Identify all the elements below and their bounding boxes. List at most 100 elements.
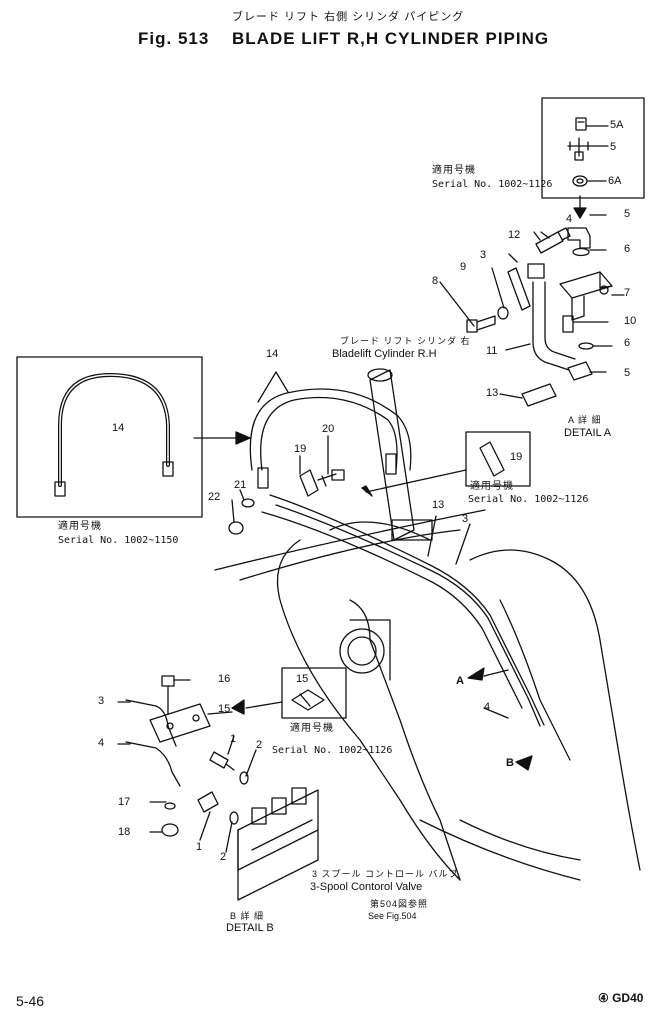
- cylinder-label: Bladelift Cylinder R.H: [332, 348, 437, 360]
- nut-6a-icon: [572, 175, 588, 187]
- callout-7: 7: [624, 287, 631, 299]
- washer-21-icon: [241, 498, 255, 508]
- pipe-3-icon: [125, 699, 177, 747]
- valve-label: 3-Spool Contorol Valve: [310, 881, 423, 893]
- callout-15: 15: [218, 703, 231, 715]
- bracket-15-icon: [149, 703, 211, 743]
- serial-applicable-1: 適用号機: [432, 165, 476, 176]
- clamp-19-icon: [299, 469, 319, 497]
- callout-5-b: 5: [624, 208, 631, 220]
- callout-3-main: 3: [462, 513, 469, 525]
- page-number: 5-46: [16, 993, 45, 1009]
- see-figure: See Fig.504: [368, 911, 417, 921]
- oring-6b-icon: [578, 342, 594, 350]
- callout-18: 18: [118, 826, 131, 838]
- callout-6a: 6A: [608, 175, 622, 187]
- callout-12: 12: [508, 229, 521, 241]
- callout-5a: 5A: [610, 119, 624, 131]
- arrow-a-label: A: [456, 675, 464, 687]
- valve-label-jp: 3 スプール コントロール バルブ: [312, 869, 459, 879]
- callout-1-b: 1: [196, 841, 203, 853]
- serial-applicable-4: 適用号機: [290, 723, 334, 734]
- oring-2b-icon: [229, 811, 239, 825]
- callout-15-inset: 15: [296, 673, 309, 685]
- serial-range-2: Serial No. 1002~1126: [468, 494, 589, 505]
- callout-14-main: 14: [266, 348, 279, 360]
- control-valve-icon: [237, 787, 319, 901]
- arrow-b-label: B: [506, 757, 514, 769]
- serial-range-1: Serial No. 1002~1126: [432, 179, 553, 190]
- hose-14-inset-box: [16, 356, 203, 518]
- arrow-b-icon: [515, 755, 533, 771]
- nut-18-icon: [161, 823, 179, 837]
- arrow-a-icon: [467, 667, 485, 681]
- callout-1: 1: [230, 733, 237, 745]
- callout-6-b: 6: [624, 337, 631, 349]
- detail-a-label: DETAIL A: [564, 427, 612, 439]
- callout-13-main: 13: [432, 499, 445, 511]
- clamp-19-detail-icon: [479, 441, 505, 477]
- callout-22: 22: [208, 491, 221, 503]
- callout-10: 10: [624, 315, 637, 327]
- model-code: ④ GD40: [598, 991, 644, 1005]
- hose-14-icon: [54, 373, 174, 497]
- callout-9: 9: [460, 261, 467, 273]
- tee-block-7-icon: [559, 271, 613, 321]
- callout-4-main: 4: [484, 701, 491, 713]
- callout-5-c: 5: [624, 367, 631, 379]
- washer-17-icon: [164, 802, 176, 810]
- callout-2: 2: [256, 739, 263, 751]
- pipe-4-icon: [125, 741, 181, 787]
- clamp-19-inset-box: [465, 431, 531, 487]
- washer-9-icon: [497, 306, 509, 320]
- callout-20: 20: [322, 423, 335, 435]
- lift-cylinder-icon: [367, 368, 433, 541]
- callout-14-inset: 14: [112, 422, 125, 434]
- fitting-10-icon: [562, 315, 574, 333]
- fitting-1b-icon: [197, 791, 219, 813]
- detail-a-label-jp: A 詳 細: [568, 415, 602, 425]
- callout-8: 8: [432, 275, 439, 287]
- callout-3: 3: [480, 249, 487, 261]
- callout-19-inset: 19: [510, 451, 523, 463]
- pipe-11-icon: [532, 281, 576, 371]
- serial-applicable-3: 適用号機: [58, 521, 102, 532]
- oring-2-icon: [239, 771, 249, 785]
- machine-frame-icon: [214, 509, 641, 881]
- fitting-1-icon: [209, 751, 235, 771]
- callout-2-b: 2: [220, 851, 227, 863]
- oring-6-icon: [572, 247, 590, 257]
- callout-4-detail-b: 4: [98, 737, 105, 749]
- figure-number: Fig. 513: [138, 29, 210, 48]
- callout-11: 11: [486, 345, 498, 357]
- bolt-8-icon: [466, 315, 496, 333]
- elbow-5c-icon: [567, 361, 593, 381]
- bracket-15-inset-box: [281, 667, 347, 719]
- see-figure-jp: 第504図参照: [370, 899, 429, 909]
- detail-b-label: DETAIL B: [226, 922, 274, 934]
- callout-16: 16: [218, 673, 231, 685]
- callout-4: 4: [566, 213, 573, 225]
- clamp-3-icon: [507, 267, 531, 311]
- nut-12-icon: [527, 263, 545, 279]
- callout-6: 6: [624, 243, 631, 255]
- fitting-5-icon: [567, 137, 591, 161]
- detail-b-label-jp: B 詳 細: [230, 911, 265, 921]
- nut-22-icon: [228, 521, 244, 535]
- bracket-15-detail-icon: [291, 689, 325, 711]
- serial-range-4: Serial No. 1002~1126: [272, 745, 393, 756]
- serial-applicable-2: 適用号機: [470, 481, 514, 492]
- title-japanese: ブレード リフト 右側 シリンダ パイピング: [232, 11, 465, 23]
- steel-pipes-icon: [261, 494, 545, 727]
- elbow-5-icon: [567, 227, 591, 249]
- detail-a-inset-box: [541, 97, 645, 199]
- callout-21: 21: [234, 479, 247, 491]
- callout-5: 5: [610, 141, 617, 153]
- bolt-20-icon: [317, 469, 345, 487]
- main-hoses-14-icon: [249, 388, 412, 489]
- figure-title: BLADE LIFT R,H CYLINDER PIPING: [232, 29, 550, 48]
- serial-range-3: Serial No. 1002~1150: [58, 535, 179, 546]
- fitting-5a-icon: [575, 117, 587, 131]
- callout-13: 13: [486, 387, 499, 399]
